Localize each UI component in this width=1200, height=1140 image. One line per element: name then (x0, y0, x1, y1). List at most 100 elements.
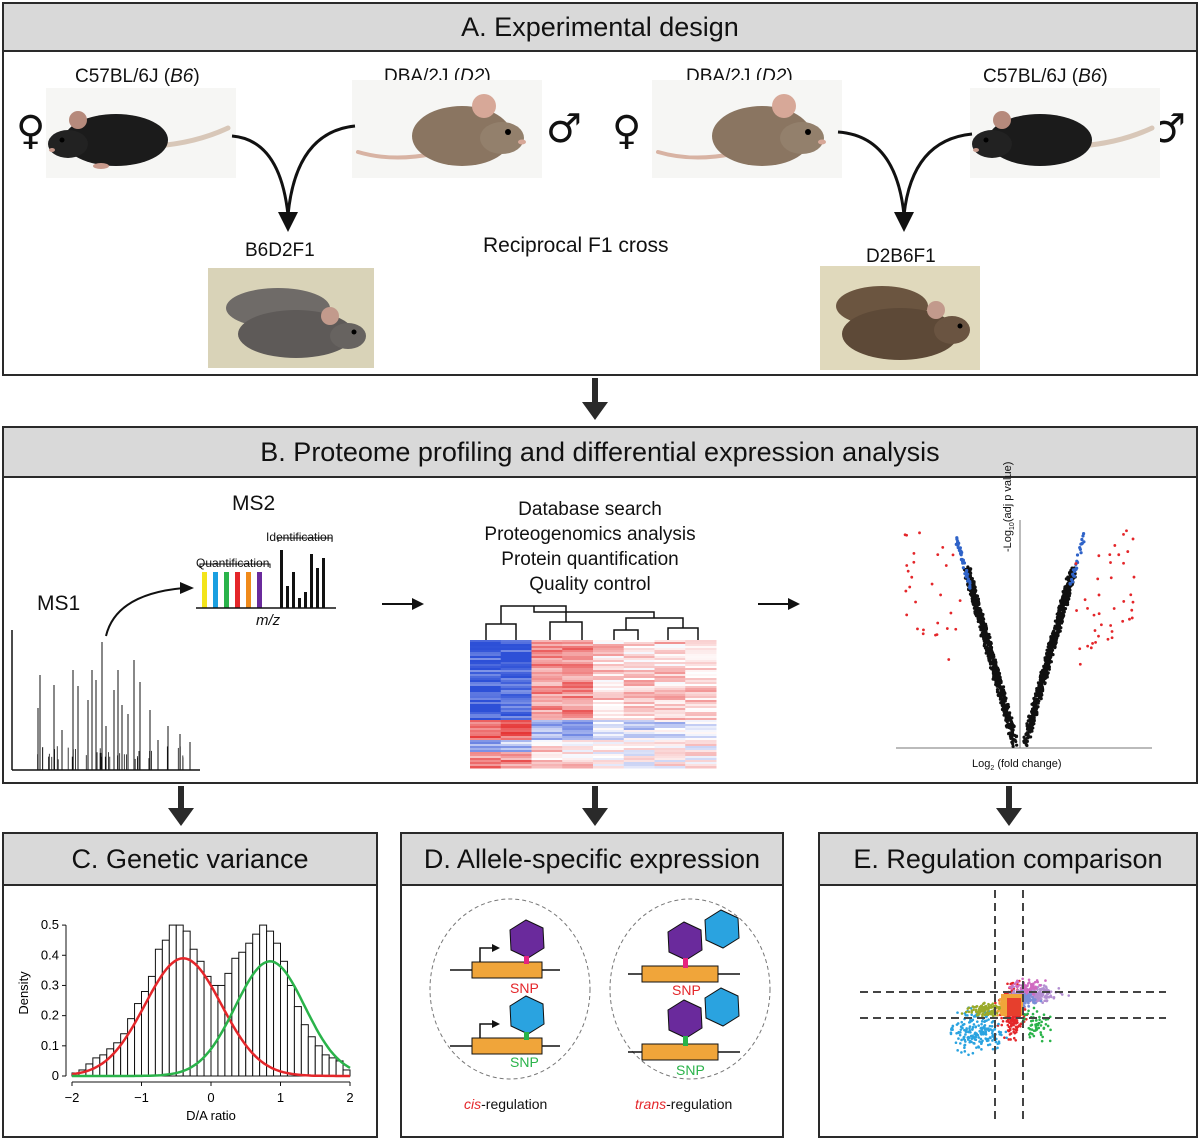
heatmap-cell (500, 720, 532, 723)
scatter-point (1034, 985, 1037, 989)
heatmap-cell (562, 712, 594, 715)
heatmap-cell (531, 734, 563, 737)
heatmap-cell (500, 724, 532, 727)
heatmap-cell (685, 670, 717, 673)
heatmap-cell (593, 674, 625, 677)
volcano-point-strong (1132, 575, 1136, 579)
heatmap-cell (500, 642, 532, 645)
volcano-point (988, 645, 993, 650)
scatter-point (990, 1009, 994, 1013)
volcano-point-strong (935, 633, 939, 637)
heatmap-cell (623, 694, 655, 697)
heatmap-cell (685, 694, 717, 697)
scatter-point (981, 1015, 984, 1018)
arrow-b-to-d (582, 786, 608, 826)
volcano-point (1004, 717, 1008, 721)
scatter-point (1033, 980, 1037, 984)
heatmap-cell (470, 738, 502, 741)
volcano-point (1061, 614, 1065, 619)
heatmap-cell (654, 688, 686, 691)
heatmap-cell (593, 752, 625, 755)
heatmap-cell (500, 682, 532, 685)
scatter-point (955, 1032, 958, 1035)
heatmap-cell (500, 660, 532, 663)
heatmap-cell (685, 656, 717, 659)
heatmap-cell (470, 724, 502, 727)
heatmap-cell (562, 674, 594, 677)
heatmap-cell (470, 710, 502, 713)
x-tick-label: 0 (207, 1090, 214, 1105)
volcano-point (1039, 692, 1044, 696)
heatmap-cell (623, 684, 655, 687)
heatmap-cell (593, 680, 625, 683)
scatter-point (1008, 1021, 1011, 1024)
heatmap-cell (531, 682, 563, 685)
volcano-point (997, 681, 1001, 686)
heatmap-cell (593, 676, 625, 679)
mouse-d2-right-image (652, 80, 842, 178)
heatmap-cell (531, 722, 563, 725)
scatter-point (987, 1029, 991, 1032)
scatter-point (967, 1006, 971, 1010)
volcano-point (1025, 743, 1029, 748)
scatter-point (1045, 995, 1049, 999)
heatmap-cell (500, 706, 532, 709)
heatmap-cell (685, 642, 717, 645)
scatter-point (1014, 1025, 1018, 1029)
heatmap-cell (685, 766, 717, 769)
heatmap-cell (593, 722, 625, 725)
heatmap-cell (623, 664, 655, 667)
volcano-point (1046, 642, 1051, 646)
scatter-point (974, 1038, 978, 1042)
reporter-ion-peak (246, 572, 251, 608)
heatmap-cell (685, 740, 717, 743)
volcano-point-strong (944, 564, 948, 567)
volcano-point-significant (1079, 542, 1083, 546)
heatmap-cell (470, 756, 502, 759)
scatter-point (1027, 1001, 1030, 1005)
heatmap-cell (654, 652, 686, 655)
heatmap-cell (531, 658, 563, 661)
scatter-point (1004, 1030, 1008, 1034)
volcano-point (1053, 646, 1057, 650)
volcano-point-strong (905, 613, 909, 617)
scatter-point (951, 1026, 954, 1030)
heatmap-cell (500, 750, 532, 753)
heatmap-cell (562, 694, 594, 697)
heatmap-cell (500, 694, 532, 697)
heatmap-cell (623, 660, 655, 663)
heatmap-cell (623, 642, 655, 645)
heatmap-cell (685, 682, 717, 685)
heatmap-cell (470, 678, 502, 681)
heatmap-cell (654, 690, 686, 693)
heatmap-cell (470, 660, 502, 663)
identification-bracket (277, 537, 333, 542)
scatter-point (1027, 978, 1031, 982)
heatmap-cell (593, 652, 625, 655)
volcano-point (1065, 593, 1069, 598)
heatmap-cell (685, 686, 717, 689)
heatmap-cell (623, 706, 655, 709)
heatmap-cell (470, 712, 502, 715)
heatmap-cell (531, 680, 563, 683)
heatmap-cell (654, 742, 686, 745)
heatmap-cell (654, 750, 686, 753)
heatmap-cell (593, 686, 625, 689)
heatmap-cell (593, 670, 625, 673)
heatmap-cell (593, 678, 625, 681)
scatter-point (975, 1020, 979, 1023)
heatmap-cell (654, 680, 686, 683)
heatmap-cell (470, 746, 502, 749)
offspring-b6d2f1-label: B6D2F1 (245, 240, 315, 261)
heatmap-cell (685, 650, 717, 653)
histogram-bar (314, 1045, 323, 1077)
heatmap-cell (685, 646, 717, 649)
heatmap-cell (500, 744, 532, 747)
heatmap-cell (562, 724, 594, 727)
volcano-point (1040, 685, 1044, 689)
volcano-point (1009, 731, 1014, 735)
heatmap-cell (623, 738, 655, 741)
heatmap-cell (500, 728, 532, 731)
heatmap-cell (623, 690, 655, 693)
heatmap-cell (593, 660, 625, 663)
